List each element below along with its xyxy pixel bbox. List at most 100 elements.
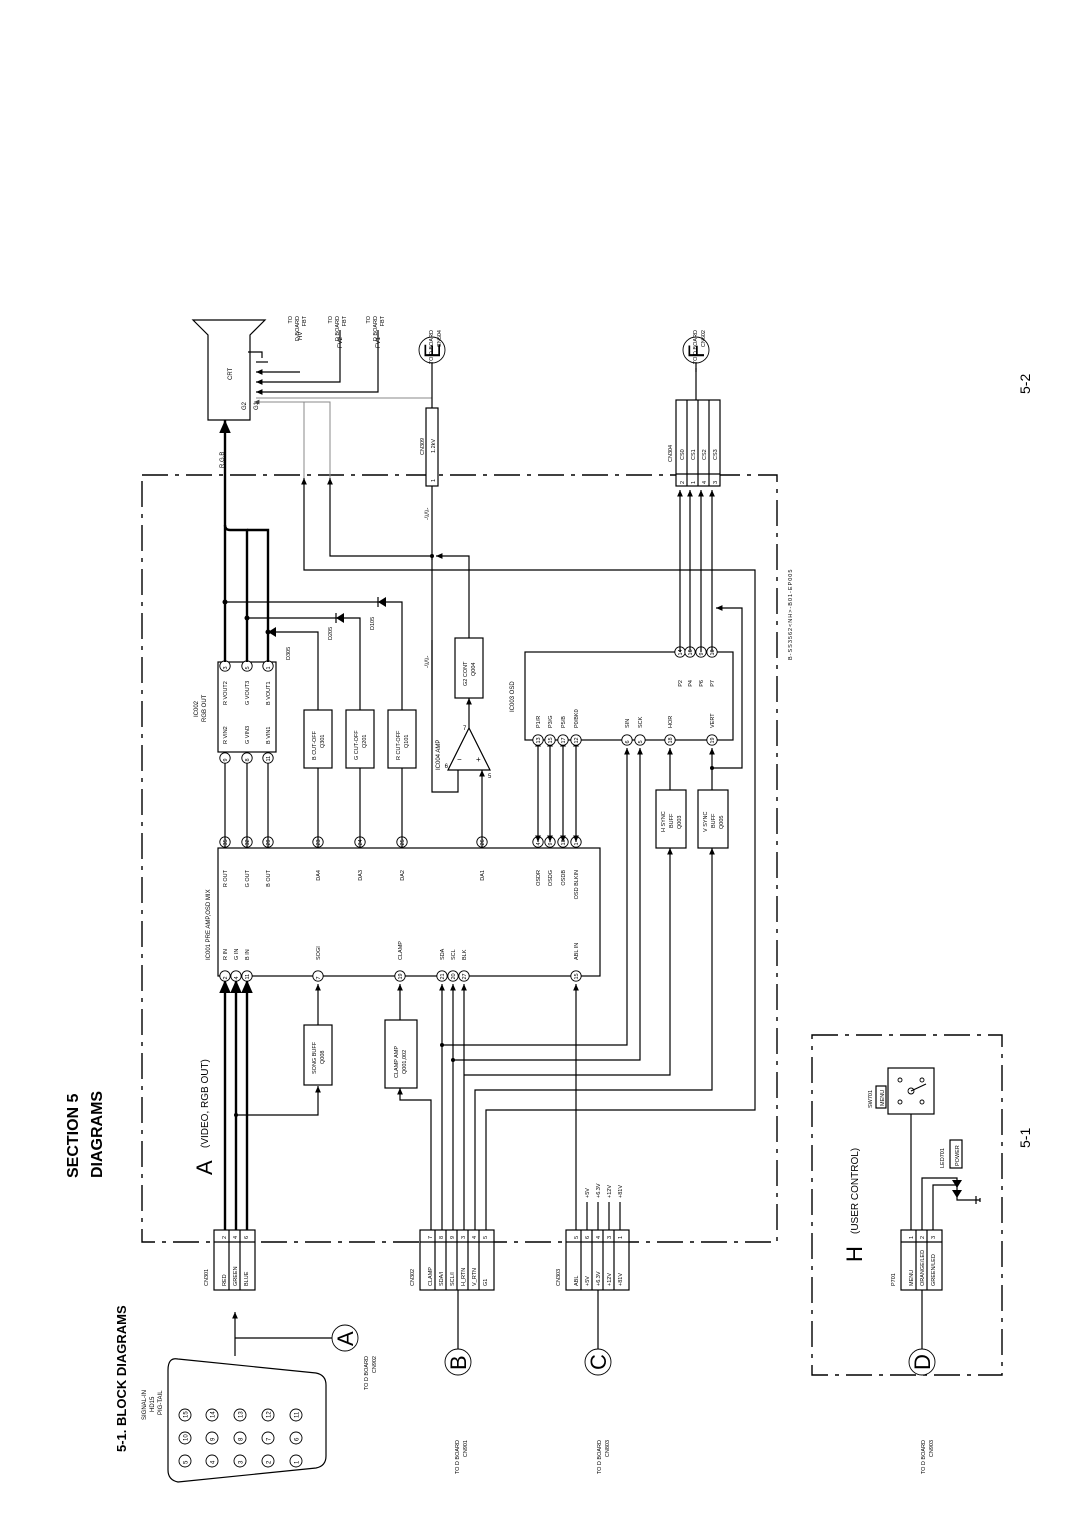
p701-signal-label: MENU: [909, 1270, 915, 1286]
led701-name: LED701: [940, 1148, 946, 1168]
ic001-right-pin-number: 4: [536, 842, 542, 845]
cn304-signal-label: CS3: [713, 449, 719, 460]
cn302-pin-number: 9: [450, 1236, 456, 1239]
section-heading: SECTION 5 DIAGRAMS 5-1. BLOCK DIAGRAMS: [65, 1091, 129, 1452]
rgb-input-wires: [219, 980, 321, 1230]
ic001-right-pin-label: OSD BLKIN: [574, 870, 580, 899]
ic001-right-pin-label: OSDB: [561, 870, 567, 886]
hd15-pin-number: 2: [267, 1460, 273, 1464]
ic003-right-pin-label: P4: [688, 680, 694, 687]
cn301-signal-label: RED: [222, 1274, 228, 1286]
board-h-name: (USER CONTROL): [850, 1148, 861, 1234]
ic001-right-pin-number: 29: [266, 839, 272, 845]
ic001-left-pin-label: ABL IN: [574, 943, 580, 960]
ic003-left-pin-number: 18: [668, 737, 674, 743]
clamp-amp-ref: Q001,002: [402, 1050, 408, 1074]
crt-to-line: TO: [366, 315, 372, 323]
cn303-signal-label: +81V: [618, 1273, 624, 1286]
hd15-title-signal-in: SIGNAL-IN: [142, 1390, 148, 1420]
ic003-right-pin-number: 10: [710, 649, 716, 655]
ic003-cn304-wires: [677, 490, 715, 652]
cn304-pin-number: 3: [713, 481, 719, 484]
hd15-pin-number: 12: [267, 1411, 273, 1418]
sw701-label: MENU: [880, 1090, 886, 1106]
cn302-pin-number: 7: [428, 1236, 434, 1239]
ic001-right-pin-label: OSDR: [536, 870, 542, 886]
ic003: IC003 OSD 13P1/R15P3/G17P5/B12P0/BK06SIN…: [510, 646, 734, 746]
hd15-pin: 5: [178, 1454, 192, 1468]
ic001-right-pin-label: DA1: [480, 870, 486, 881]
hd15-pin: 4: [205, 1454, 219, 1468]
page-number-left: 5-1: [1017, 1128, 1033, 1148]
cn302-pin-number: 8: [439, 1236, 445, 1239]
hd15-pin-number: 3: [239, 1460, 245, 1464]
ic004-feedback-wire: [431, 478, 459, 793]
power-rail-label: +12V: [607, 1185, 613, 1198]
section-title: SECTION 5: [65, 1093, 82, 1178]
hd15-pin: 3: [233, 1454, 247, 1468]
ic003-right-pin-number: 16: [688, 649, 694, 655]
ic001-left-pin: 21: [436, 970, 448, 982]
cn301-name: CN301: [204, 1269, 210, 1286]
cutoff-ref: Q301: [320, 735, 326, 748]
ic001-right-pin-number: 24: [358, 839, 364, 845]
ic001-left-pin-label: G IN: [234, 949, 240, 960]
cn302-pin-number: 3: [461, 1236, 467, 1239]
led701: LED701 POWER: [921, 1139, 981, 1230]
cn304-pin-number: 2: [680, 481, 686, 484]
ic003-left-pin-label: P5/B: [561, 716, 567, 728]
ic004-name: IC004 AMP: [436, 740, 442, 770]
ic004-pin-7: 7: [463, 726, 467, 732]
diode: D205: [328, 613, 344, 640]
to-board-d-letter: D: [910, 1354, 935, 1370]
ic001-right-pin-number: 35: [223, 839, 229, 845]
ic001-left-pin-label: SOGI: [316, 946, 322, 960]
sw701-name: SW701: [868, 1090, 874, 1108]
cn302-signal-label: H_RTN: [461, 1268, 467, 1286]
hd15-pin: 7: [261, 1431, 275, 1445]
ic003-left-pin: 17: [557, 734, 569, 746]
ic001-left-pin: 20: [447, 970, 459, 982]
p701-pin-number: 3: [931, 1236, 937, 1239]
ic001-left-pin-number: 15: [574, 973, 580, 979]
g2-cont-ref: Q004: [471, 663, 477, 676]
crt-to-line: D BOARD: [335, 316, 341, 341]
cn309-name: CN309: [420, 438, 426, 455]
ic003-right-pin-number: 9: [699, 652, 705, 655]
cn302-signal-label: SDA/I: [439, 1271, 445, 1286]
cn302-signal-label: V_RTN: [472, 1268, 478, 1286]
ic003-left-pin-label: P1/R: [536, 716, 542, 728]
ic001-left-pin-number: 4: [234, 976, 240, 979]
cn303-signal-label: +5V: [585, 1276, 591, 1286]
diode: D305: [267, 627, 292, 660]
crt-g2-label: G2: [242, 401, 248, 410]
board-a-letter: A: [192, 1160, 217, 1175]
ic001-right-pin-number: 32: [245, 839, 251, 845]
cn304-pin-number: 4: [702, 481, 708, 484]
g2-cont-block: G2 CONT Q004: [454, 637, 484, 699]
ic001-left-pin-number: 19: [398, 973, 404, 979]
cn303-pin-number: 1: [618, 1236, 624, 1239]
ic002-right-pin-label: B VOUT1: [266, 681, 272, 705]
g2-line: [327, 478, 432, 557]
svg-text:+: +: [476, 755, 481, 764]
vsync-loop-wire: [712, 605, 743, 769]
crt-to-line: D BOARD: [373, 316, 379, 341]
ic002-right-pin: 5: [241, 660, 253, 672]
crt: CRT R,G,B G2 G1: [191, 319, 267, 468]
to-board-b-line1: TO D BOARD: [455, 1440, 461, 1474]
cn309-label: 1.2kV: [431, 439, 437, 453]
ic002-right-pin: 3: [219, 660, 231, 672]
ic001-right-pin-number: 25: [400, 839, 406, 845]
hd15-pin: 12: [261, 1408, 275, 1422]
to-board-f-line1: TO D BOARD: [693, 330, 699, 364]
